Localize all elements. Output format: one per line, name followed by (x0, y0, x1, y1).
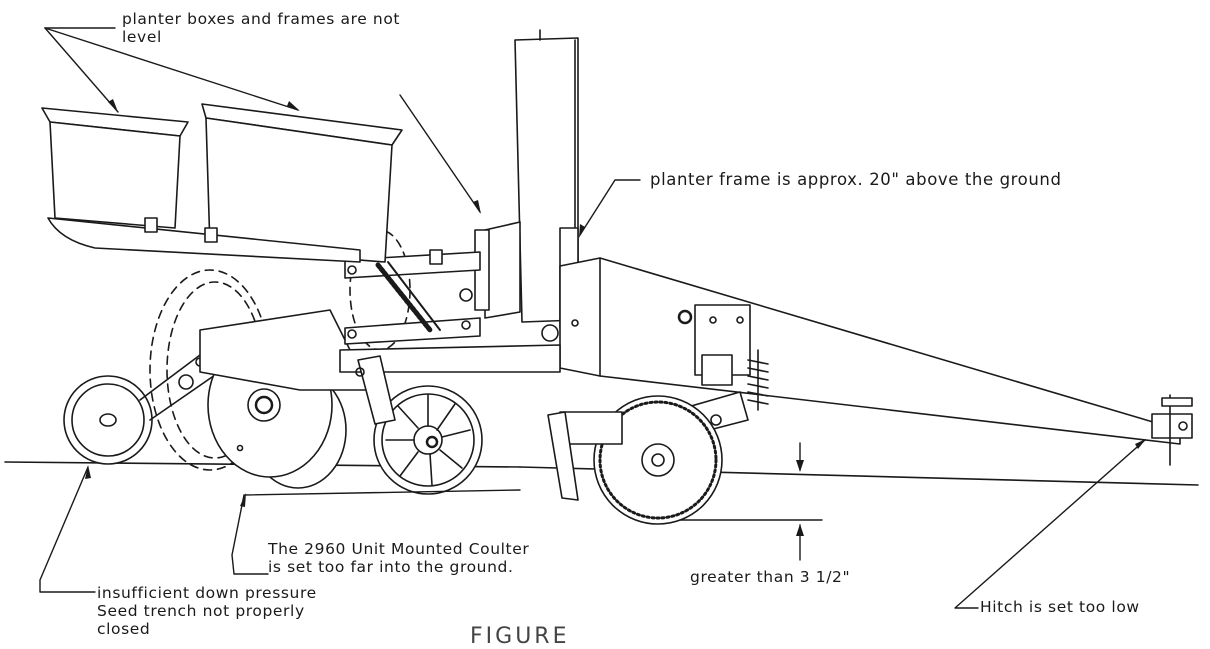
annotation-line: Seed trench not properly (97, 602, 305, 620)
annotation-hitch: Hitch is set too low (980, 598, 1140, 616)
annotation-line: closed (97, 620, 151, 638)
annotation-frame-height: planter frame is approx. 20" above the g… (650, 170, 1062, 189)
hopper-frame (47, 217, 361, 263)
annotation-line: The 2960 Unit Mounted Coulter (268, 540, 530, 558)
annotation-line: level (122, 28, 162, 46)
annotation-line: planter boxes and frames are not (122, 10, 401, 28)
coulter-assembly (547, 391, 749, 525)
coulter-spring (747, 349, 769, 411)
closing-wheel (63, 354, 216, 465)
spoked-wheel (373, 385, 483, 495)
annotation-down-pressure: insufficient down pressure Seed trench n… (97, 584, 317, 638)
annotation-boxes-not-level: planter boxes and frames are not level (122, 10, 400, 46)
seed-hopper-rear (41, 107, 189, 229)
coulter-bracket (677, 304, 751, 386)
seed-hopper-front (201, 103, 403, 263)
annotation-line: is set too far into the ground. (268, 558, 514, 576)
annotation-coulter: The 2960 Unit Mounted Coulter is set too… (268, 540, 529, 576)
annotation-line: insufficient down pressure (97, 584, 317, 602)
hitch-clevis (1151, 394, 1193, 466)
figure-caption: FIGURE (470, 624, 570, 649)
arrowheads (85, 99, 1146, 536)
annotation-depth: greater than 3 1/2" (690, 568, 851, 586)
